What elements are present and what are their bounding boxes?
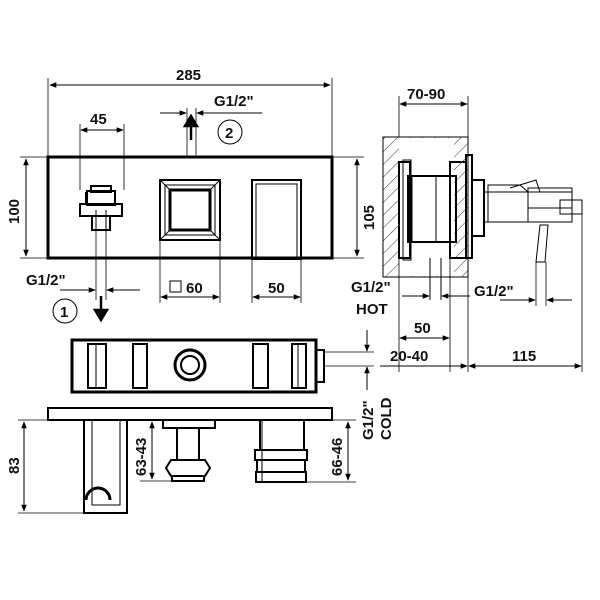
dim-height-left: 100 xyxy=(6,199,23,224)
connector-left xyxy=(162,419,216,482)
valve-body-side xyxy=(398,154,583,300)
dim-thread-side: G1/2" xyxy=(474,283,514,300)
dim-depth-wall: 70-90 xyxy=(407,86,445,103)
dim-thread-top: G1/2" xyxy=(214,93,254,110)
hose-holder xyxy=(83,420,128,514)
dim-thread-left: G1/2" xyxy=(26,272,66,289)
dim-handle-width: 50 xyxy=(268,280,285,297)
side-view: 70-90 G1/2" HOT G1/2" 50 20-40 115 xyxy=(351,86,583,372)
cover-plate xyxy=(46,155,334,260)
callout-inlet-1: 1 xyxy=(60,304,68,321)
connector-right xyxy=(254,419,308,483)
dim-square-size: 60 xyxy=(186,280,203,297)
dim-spacing-left: 45 xyxy=(90,111,107,128)
diverter-knob xyxy=(79,185,123,231)
dim-thread-cold: G1/2" xyxy=(360,400,377,440)
dim-height-83: 83 xyxy=(6,457,23,474)
callout-outlet-2: 2 xyxy=(225,125,233,142)
dim-width-total: 285 xyxy=(176,67,201,84)
label-cold: COLD xyxy=(378,397,395,440)
down-arrow-icon xyxy=(92,296,110,323)
plate-edge xyxy=(47,407,333,421)
dim-range-66-46: 66-46 xyxy=(329,438,346,476)
valve-body-top xyxy=(70,338,374,394)
dim-depth-50: 50 xyxy=(414,320,431,337)
plan-view: 83 63-43 66-46 G1/2" COLD xyxy=(6,330,395,514)
dim-depth-115: 115 xyxy=(512,348,536,365)
dim-height-right: 105 xyxy=(361,205,378,230)
square-handle xyxy=(159,179,221,241)
up-arrow-icon xyxy=(182,113,200,140)
square-symbol-icon xyxy=(169,280,182,293)
label-hot: HOT xyxy=(356,301,388,318)
dim-range-63-43: 63-43 xyxy=(133,438,150,476)
dim-thread-hot: G1/2" xyxy=(351,279,391,296)
lever-handle xyxy=(251,179,302,260)
front-view: 285 45 G1/2" 2 100 105 G1/2" 1 xyxy=(6,67,378,324)
dim-depth-adjust: 20-40 xyxy=(390,348,428,365)
